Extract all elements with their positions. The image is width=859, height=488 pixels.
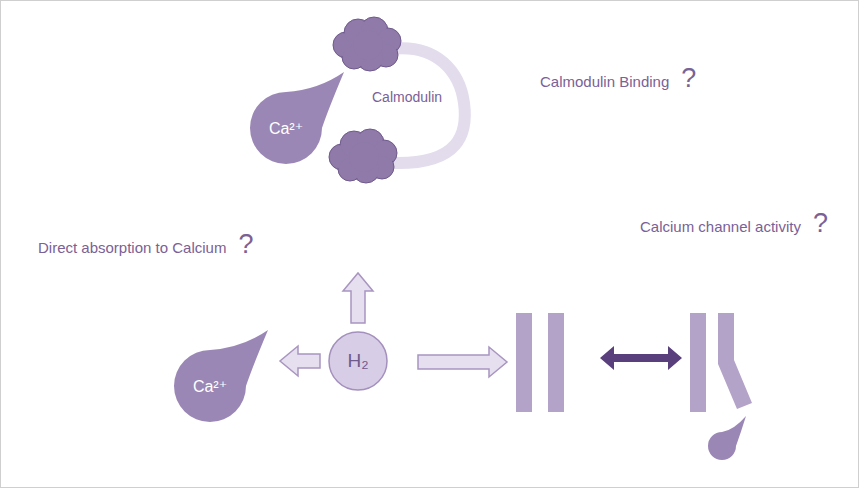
calmodulin: Calmodulin bbox=[320, 15, 480, 265]
node-text: Calmodulin bbox=[372, 89, 442, 105]
drop-outline bbox=[250, 72, 344, 164]
lobe-fill bbox=[353, 30, 383, 60]
channel-bar bbox=[548, 313, 564, 412]
node-text: Ca²⁺ bbox=[193, 377, 227, 396]
node-outline bbox=[320, 15, 480, 265]
block-arrow bbox=[343, 273, 373, 323]
node-text: Ca²⁺ bbox=[269, 119, 303, 138]
calmodulin-lobe bbox=[329, 129, 397, 183]
channel-bar bbox=[516, 313, 532, 412]
calcium-drop: Ca²⁺ bbox=[152, 328, 272, 428]
question-mark: ? bbox=[681, 63, 696, 94]
channel-bar-open bbox=[718, 313, 752, 409]
protein-tube bbox=[390, 48, 465, 163]
double-arrow bbox=[600, 346, 682, 370]
h2-circle: H₂ bbox=[328, 331, 388, 391]
calcium-drop bbox=[708, 416, 746, 460]
block-arrow bbox=[280, 346, 320, 376]
question-mark: ? bbox=[813, 208, 828, 239]
question-mark: ? bbox=[238, 229, 253, 260]
mechanism-label: Direct absorption to Calcium bbox=[38, 239, 226, 256]
drop-outline bbox=[174, 330, 268, 422]
channel-bar bbox=[690, 313, 706, 412]
circle-outline bbox=[329, 332, 387, 390]
mechanism-label: Calmodulin Binding bbox=[540, 73, 669, 90]
lobe-fill bbox=[349, 142, 379, 172]
calmodulin-lobe bbox=[333, 17, 401, 71]
block-arrow bbox=[418, 347, 507, 377]
mechanism-label: Calcium channel activity bbox=[640, 218, 801, 235]
node-text: H₂ bbox=[347, 350, 368, 372]
